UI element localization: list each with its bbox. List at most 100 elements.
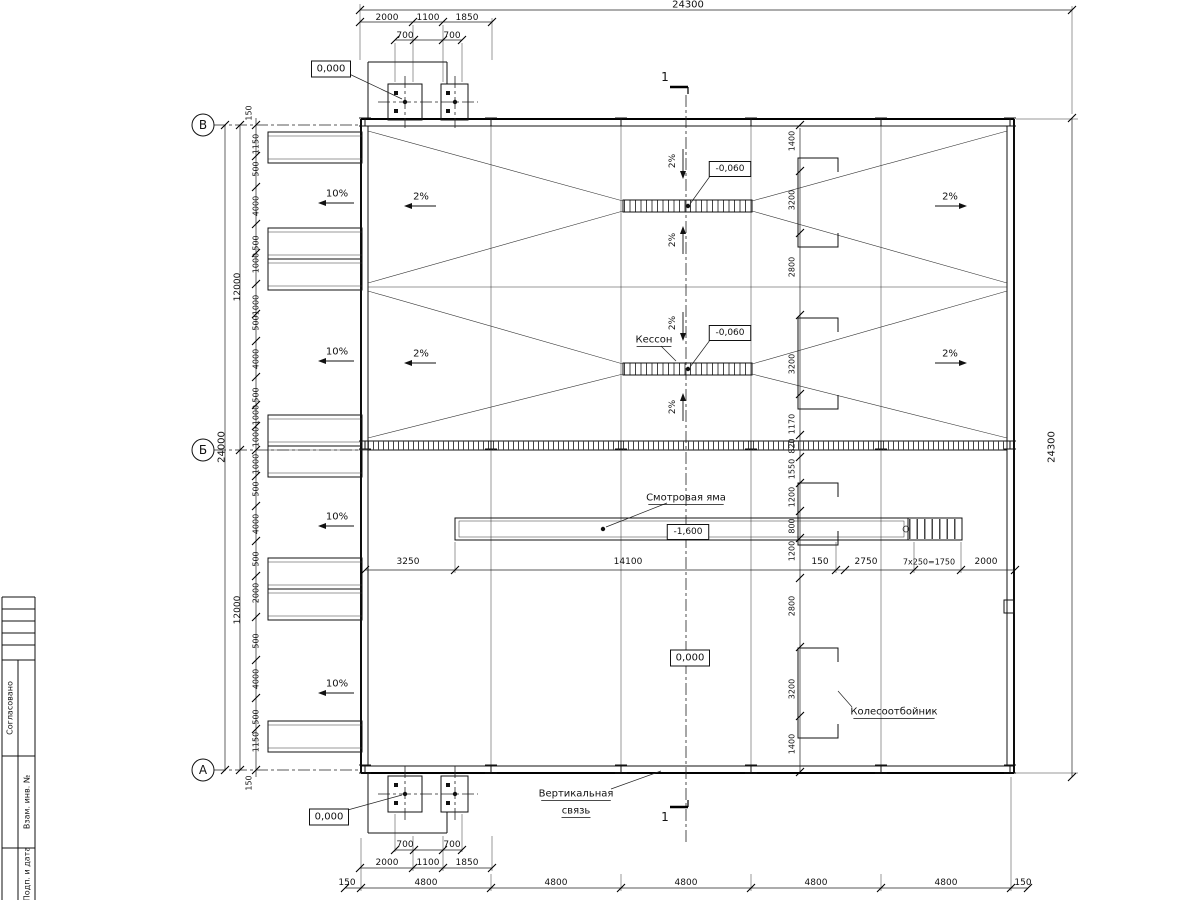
dimR-1200-1: 1200 (788, 487, 797, 507)
dimR-2800-2: 2800 (788, 596, 797, 616)
dimL-500-8: 500 (252, 709, 261, 724)
dim-1100-bot: 1100 (417, 858, 440, 868)
dim-4800-3: 4800 (675, 878, 698, 888)
dim-12000-lower: 12000 (233, 595, 243, 624)
dock-platforms (267, 131, 363, 753)
elev-zero-bottomleft-box (309, 808, 349, 826)
axis-label-v: В (199, 118, 207, 132)
dim-700b-top: 700 (443, 31, 460, 41)
slope-2-v1: 2% (668, 153, 678, 168)
columns-row-b (359, 440, 1016, 450)
title-block-podp: Подп. и дата (23, 847, 32, 900)
dim-1850-bot: 1850 (456, 858, 479, 868)
dimC-3250: 3250 (397, 557, 420, 567)
dimL-1150-1: 1150 (252, 134, 261, 154)
wall-pilaster (1003, 599, 1015, 614)
dimR-2800-1: 2800 (788, 257, 797, 277)
slope-2-v2: 2% (668, 232, 678, 247)
slope-arrows (318, 149, 967, 696)
dimR-800: 800 (788, 518, 797, 533)
label-kesson: Кессон (636, 335, 673, 346)
dim-700a-bot: 700 (396, 840, 413, 850)
dimL-4000-3: 4000 (252, 514, 261, 534)
dim-150-topleft: 150 (245, 105, 254, 120)
label-brace-1: Вертикальная (539, 789, 614, 800)
dimL-500-6: 500 (252, 551, 261, 566)
dimension-lines (220, 4, 1078, 893)
dimR-1550: 1550 (788, 459, 797, 479)
section-mark-top: 1 (661, 70, 669, 84)
dimL-500-7: 500 (252, 633, 261, 648)
axis-label-a: А (199, 763, 208, 777)
dimL-500-1: 500 (252, 161, 261, 176)
label-pit: Смотровая яма (646, 493, 726, 504)
elev-minus060-2: -0,060 (715, 328, 744, 338)
slope-2-right-2: 2% (942, 349, 958, 360)
dimL-4000-4: 4000 (252, 669, 261, 689)
dimL-2000-1: 2000 (252, 583, 261, 603)
dimR-3200-2: 3200 (788, 354, 797, 374)
slope-2-v3: 2% (668, 315, 678, 330)
dim-24300-top: 24300 (672, 0, 704, 11)
section-mark-bottom: 1 (661, 810, 669, 824)
elev-minus060-1-box (708, 161, 752, 177)
label-brace-2: связь (562, 806, 591, 817)
title-block-vzam: Взам. инв. № (23, 774, 32, 829)
dimL-500-3: 500 (252, 315, 261, 330)
dimR-1400-2: 1400 (788, 734, 797, 754)
dimC-150: 150 (811, 557, 828, 567)
dimL-4000-1: 4000 (252, 196, 261, 216)
dimL-4000-2: 4000 (252, 349, 261, 369)
elev-minus060-1: -0,060 (715, 164, 744, 174)
leader-lines (343, 71, 853, 812)
dim-150a-bot: 150 (338, 878, 355, 888)
dimC-2750: 2750 (855, 557, 878, 567)
dimC-14100: 14100 (614, 557, 643, 567)
dimR-1400-1: 1400 (788, 131, 797, 151)
dimR-3200-1: 3200 (788, 190, 797, 210)
dimL-500-5: 500 (252, 481, 261, 496)
slope-2-left-1: 2% (413, 192, 429, 203)
slope-2-right-1: 2% (942, 192, 958, 203)
elev-minus1600: -1,600 (673, 527, 702, 537)
dimR-1170: 1170 (788, 414, 797, 434)
dimL-1000-3: 1000 (252, 405, 261, 425)
slope-10-3: 10% (326, 512, 348, 523)
elev-zero-topleft-box (311, 60, 351, 78)
dim-4800-4: 4800 (805, 878, 828, 888)
dimL-1000-2: 1000 (252, 295, 261, 315)
elev-minus060-2-box (708, 325, 752, 341)
title-block: Согласовано Взам. инв. № Подп. и дата (1, 596, 36, 900)
slope-10-2: 10% (326, 347, 348, 358)
dim-4800-1: 4800 (415, 878, 438, 888)
dim-4800-5: 4800 (935, 878, 958, 888)
dimR-1200-2: 1200 (788, 541, 797, 561)
dim-2000-bot: 2000 (376, 858, 399, 868)
column-grid (490, 95, 882, 845)
title-block-approve: Согласовано (6, 681, 15, 735)
section-marks (670, 85, 689, 809)
pit-steps (907, 517, 963, 541)
elev-zero-center-box (670, 649, 710, 667)
axis-label-b: Б (199, 443, 207, 457)
wheel-guards (797, 157, 839, 739)
trench-drain-1 (622, 199, 753, 213)
label-wheel-guard: Колесоотбойник (850, 707, 937, 718)
dim-4800-2: 4800 (545, 878, 568, 888)
dim-24300-right: 24300 (1047, 431, 1058, 463)
dimL-500-4: 500 (252, 387, 261, 402)
dim-2000-top: 2000 (376, 13, 399, 23)
elev-minus1600-box (666, 524, 710, 540)
dimL-500-2: 500 (252, 235, 261, 250)
elev-zero-topleft: 0,000 (317, 64, 346, 75)
dimL-1000-5: 1000 (252, 454, 261, 474)
dim-700b-bot: 700 (443, 840, 460, 850)
dimC-2000: 2000 (975, 557, 998, 567)
building-walls (360, 118, 1015, 774)
dim-700a-top: 700 (396, 31, 413, 41)
dimR-820: 820 (788, 438, 797, 453)
slope-2-v4: 2% (668, 399, 678, 414)
dimL-1000-4: 1000 (252, 427, 261, 447)
